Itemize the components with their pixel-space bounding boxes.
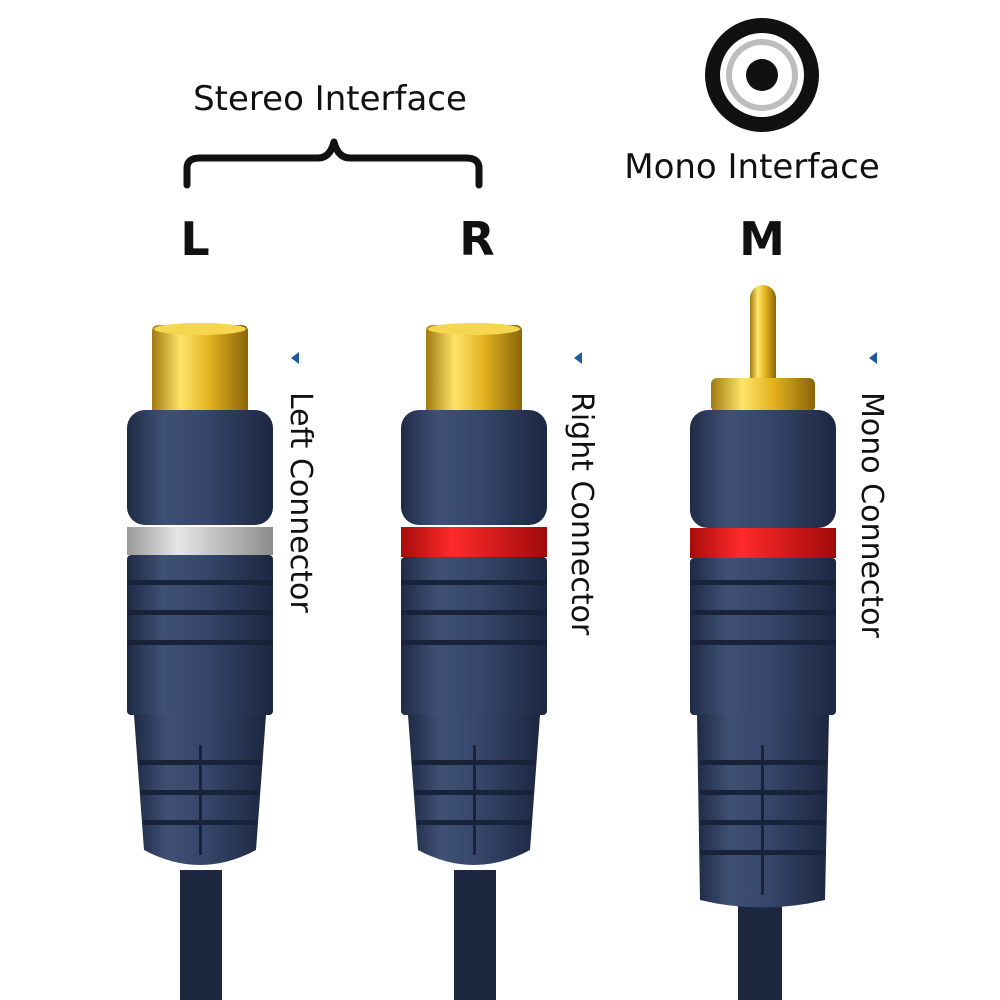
stereo-bracket	[183, 138, 483, 189]
right-connector	[401, 323, 547, 1000]
left-connector-label: Left Connector	[283, 392, 318, 613]
right-connector-label: Right Connector	[564, 392, 599, 636]
left-marker-icon	[291, 352, 299, 364]
mono-ring	[690, 528, 836, 558]
mono-gold-collar	[711, 378, 815, 412]
right-gold-socket	[426, 325, 522, 420]
mono-connector	[690, 285, 836, 1000]
left-gold-socket	[152, 325, 248, 420]
mono-gold-pin	[750, 285, 776, 395]
left-connector	[127, 323, 273, 1000]
mono-connector-label: Mono Connector	[854, 392, 889, 639]
right-marker-icon	[574, 352, 582, 364]
right-letter: R	[459, 212, 494, 266]
left-ring	[127, 527, 273, 555]
mono-jack-icon	[705, 18, 819, 132]
mono-letter: M	[739, 212, 785, 266]
left-letter: L	[180, 212, 209, 266]
stereo-interface-label: Stereo Interface	[193, 79, 467, 119]
mono-marker-icon	[869, 352, 877, 364]
right-ring	[401, 527, 547, 557]
mono-interface-label: Mono Interface	[624, 147, 880, 187]
